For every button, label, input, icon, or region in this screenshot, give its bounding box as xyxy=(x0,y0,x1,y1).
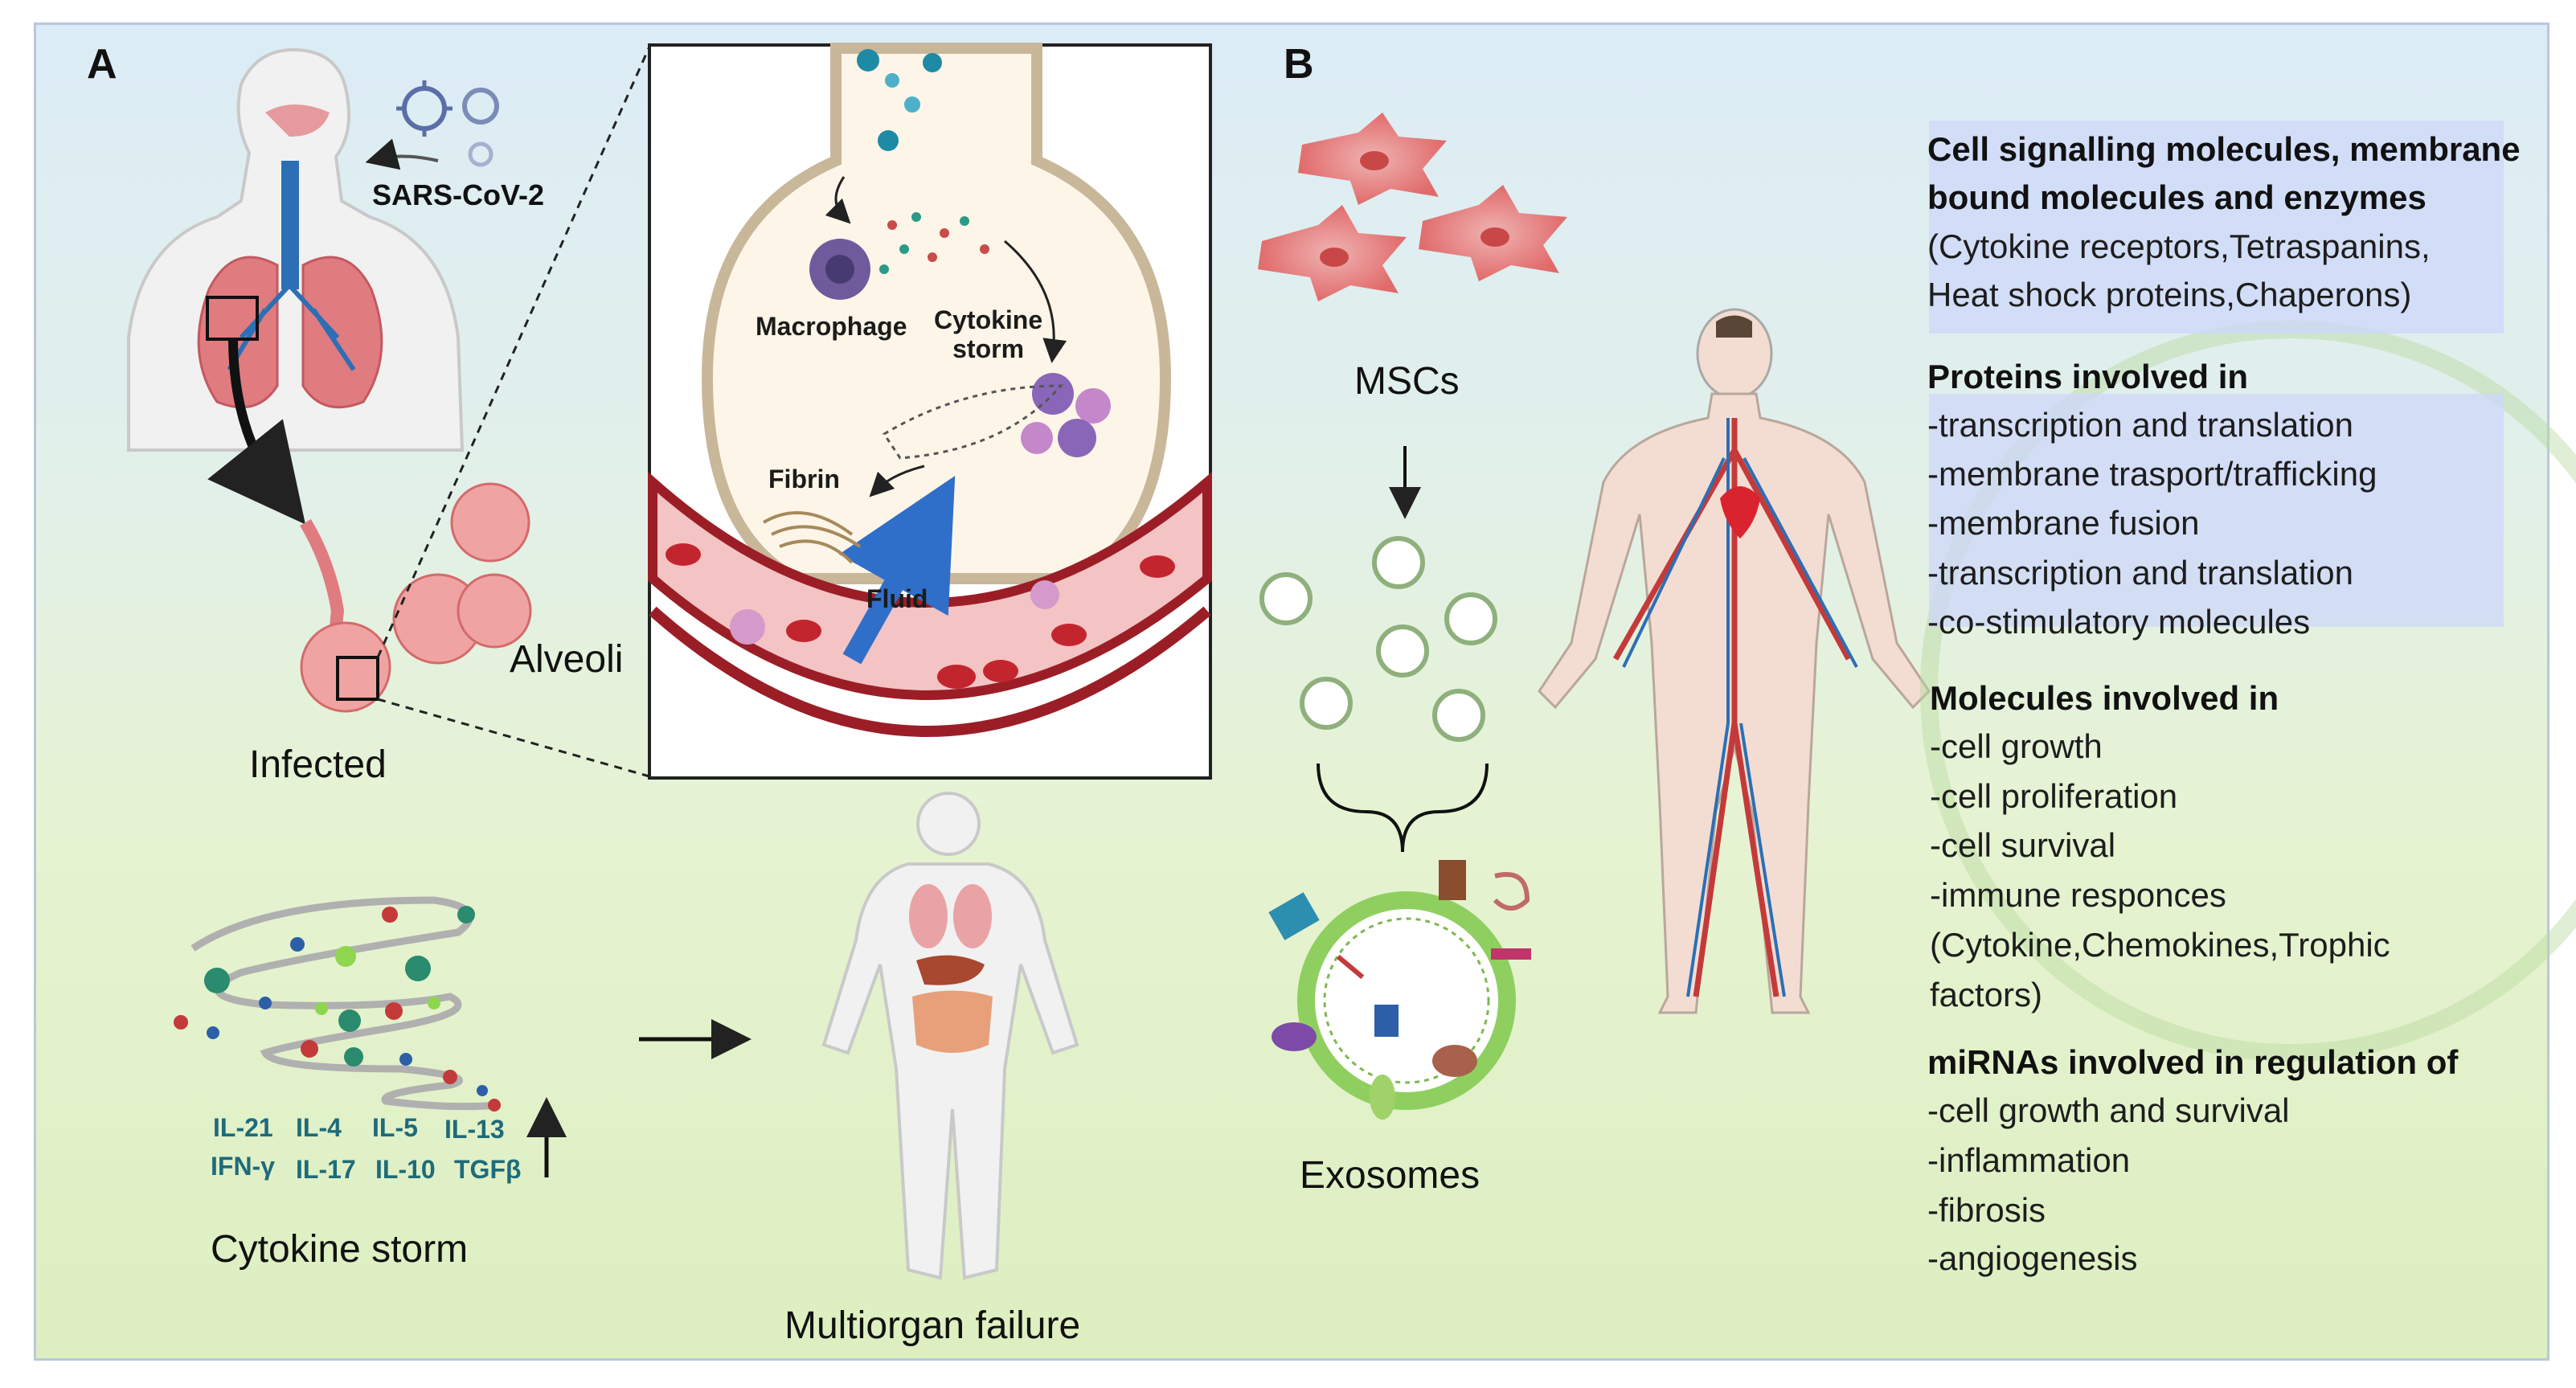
section3-line2: -cell proliferation xyxy=(1930,777,2178,815)
highlight-box-2 xyxy=(1929,394,2504,627)
section4-line3: -fibrosis xyxy=(1927,1191,2046,1229)
section4-title: miRNAs involved in regulation of xyxy=(1927,1043,2459,1081)
section3-title: Molecules involved in xyxy=(1930,679,2279,717)
macrophage-label: Macrophage xyxy=(756,312,907,341)
alveoli-illustration xyxy=(300,482,532,713)
section2-title: Proteins involved in xyxy=(1927,358,2249,395)
alveoli-label: Alveoli xyxy=(510,638,624,681)
cytokine-il17: IL-17 xyxy=(296,1155,356,1184)
section1-title-line1: Cell signalling molecules, membrane xyxy=(1927,130,2521,168)
cytokine-il5: IL-5 xyxy=(372,1113,418,1142)
zoom-line-bottom xyxy=(377,698,650,778)
virus-particles-icon xyxy=(396,80,499,167)
zoom-line-top xyxy=(376,46,651,658)
cytokine-storm-label: Cytokine storm xyxy=(211,1228,469,1271)
virus-entry-arrow xyxy=(365,138,439,170)
infected-label: Infected xyxy=(249,743,387,786)
infection-arrow xyxy=(207,337,305,525)
fluid-label: Fluid xyxy=(866,584,928,613)
section1-line1: (Cytokine receptors,Tetraspanins, xyxy=(1927,227,2431,265)
section2-line5: -co-stimulatory molecules xyxy=(1927,603,2311,641)
alveolus-inset xyxy=(648,43,1212,780)
cytokine-il10: IL-10 xyxy=(375,1155,436,1184)
human-torso-illustration xyxy=(127,47,465,452)
section2-line1: -transcription and translation xyxy=(1927,406,2353,444)
highlight-box-1 xyxy=(1929,121,2504,334)
section1-title-line2: bound molecules and enzymes xyxy=(1927,178,2427,216)
multiorgan-human-illustration xyxy=(821,792,1079,1280)
section4-line2: -inflammation xyxy=(1927,1141,2131,1179)
section3-line3: -cell survival xyxy=(1930,826,2116,864)
cytokine-tgfb: TGFβ xyxy=(454,1155,522,1184)
panel-a-letter: A xyxy=(87,41,117,88)
section3-line4: -immune responces xyxy=(1930,876,2226,914)
inset-cytokine-storm-label: Cytokine storm xyxy=(934,305,1043,363)
virus-label: SARS-CoV-2 xyxy=(372,178,545,211)
section3-line6: factors) xyxy=(1930,976,2043,1013)
msc-cells-illustration xyxy=(1258,113,1567,301)
panel-b-letter: B xyxy=(1284,41,1314,88)
section2-line4: -transcription and translation xyxy=(1927,554,2353,592)
exosome-detail-illustration xyxy=(1268,860,1531,1120)
multiorgan-failure-label: Multiorgan failure xyxy=(784,1304,1081,1347)
section2-line3: -membrane fusion xyxy=(1927,504,2200,542)
section2-line2: -membrane trasport/trafficking xyxy=(1927,455,2377,493)
section4-line4: -angiogenesis xyxy=(1927,1239,2138,1277)
cytokine-il13: IL-13 xyxy=(444,1115,505,1144)
cytokine-il4: IL-4 xyxy=(296,1113,342,1142)
cytokine-il21: IL-21 xyxy=(213,1113,273,1142)
cytokine-storm-spiral xyxy=(174,896,501,1112)
exosomes-label: Exosomes xyxy=(1300,1154,1480,1197)
brace xyxy=(1317,763,1489,853)
fibrin-label: Fibrin xyxy=(768,465,840,493)
human-vasculature-illustration xyxy=(1538,308,1931,1014)
exosome-cluster-illustration xyxy=(1259,536,1497,742)
section4-line1: -cell growth and survival xyxy=(1927,1091,2290,1129)
section3-line1: -cell growth xyxy=(1930,727,2103,765)
cytokine-ifn-gamma: IFN-γ xyxy=(211,1152,275,1181)
mscs-label: MSCs xyxy=(1354,360,1460,403)
section1-line2: Heat shock proteins,Chaperons) xyxy=(1927,276,2412,313)
section3-line5: (Cytokine,Chemokines,Trophic xyxy=(1930,926,2390,964)
